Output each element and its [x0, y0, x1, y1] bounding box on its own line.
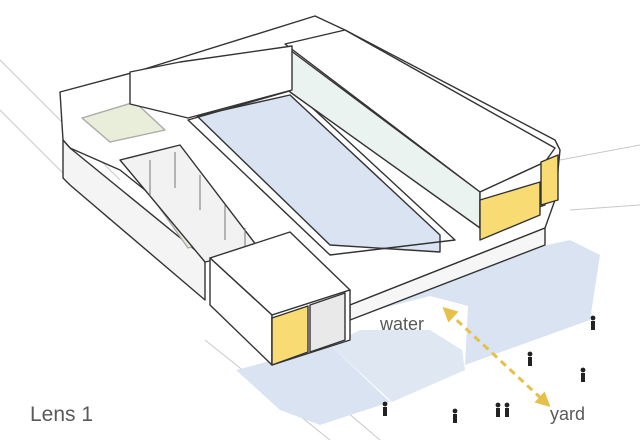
water-label: water — [380, 314, 425, 334]
person-icon — [504, 402, 510, 417]
yard-label: yard — [550, 404, 586, 424]
person-icon — [452, 408, 458, 423]
person-icon — [580, 367, 586, 382]
plinth-front-face — [62, 139, 206, 301]
person-icon — [495, 402, 501, 417]
yellow-panel-hall — [479, 181, 541, 241]
double-arrow-icon — [442, 306, 551, 408]
person-icon — [382, 401, 388, 416]
courtyard-columns — [149, 152, 246, 260]
water-courtyard — [196, 94, 441, 253]
yellow-panel-gate — [271, 305, 309, 366]
yard-ground-plane — [236, 345, 390, 425]
person-icon — [527, 351, 533, 366]
green-roof-left — [81, 101, 166, 143]
gate-opening — [309, 292, 346, 353]
water-courtyard-rim — [187, 89, 456, 256]
people — [382, 315, 596, 423]
yellow-panel-corner — [540, 154, 559, 206]
building — [59, 15, 561, 366]
upper-left-wing — [129, 45, 293, 119]
person-icon — [590, 315, 596, 330]
lens-label: Lens 1 — [30, 403, 94, 426]
yard-plaza-plane — [330, 330, 465, 402]
